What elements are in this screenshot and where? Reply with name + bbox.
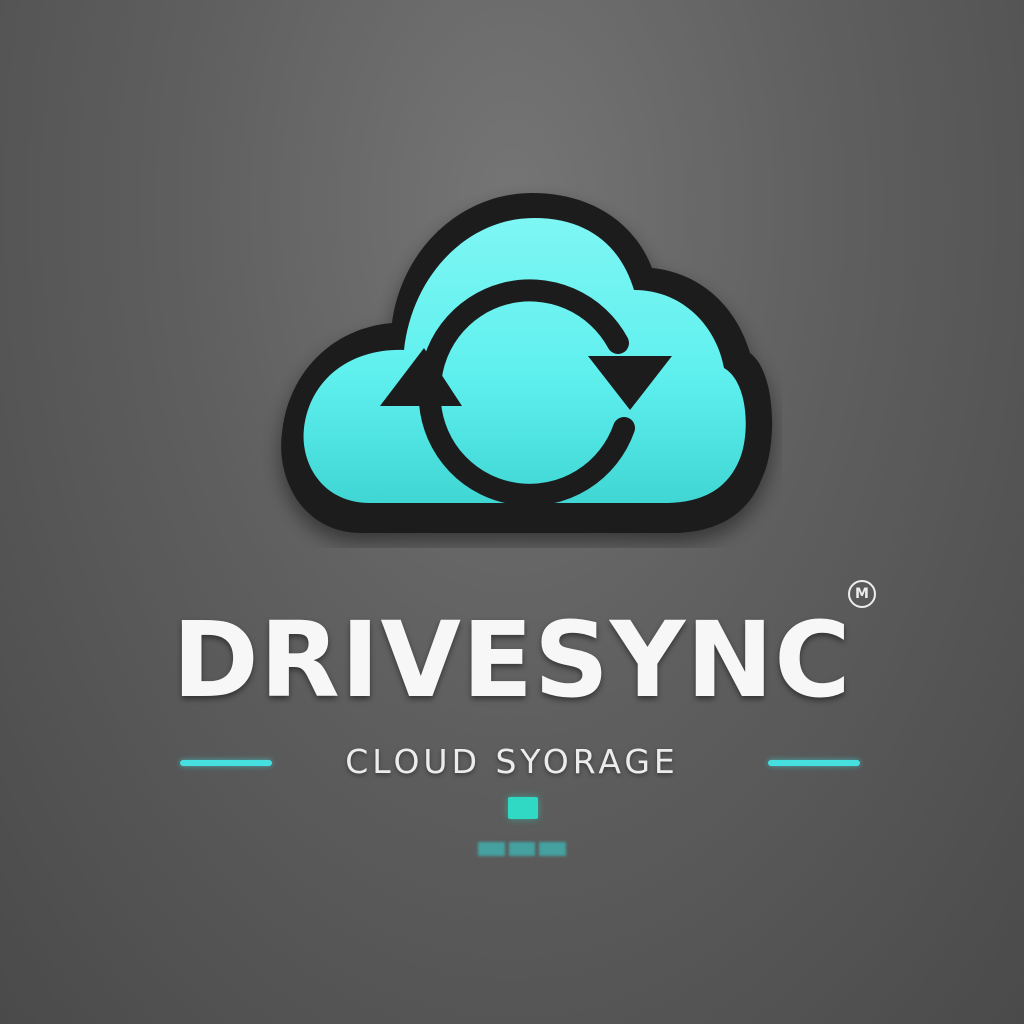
brand-name: DRIVESYNC <box>172 599 852 721</box>
decorative-bar-segment <box>539 842 567 856</box>
cloud-sync-icon <box>281 193 773 533</box>
decorative-square <box>508 797 538 819</box>
brand-tagline: CLOUD SYORAGE <box>345 742 679 781</box>
decorative-bar <box>478 842 567 856</box>
tagline-row: CLOUD SYORAGE <box>0 742 1024 782</box>
decorative-bar-segment <box>508 842 536 856</box>
tagline-divider-right <box>768 760 860 766</box>
tagline-divider-left <box>180 760 272 766</box>
decorative-bar-segment <box>478 842 505 856</box>
trademark-icon: M <box>848 580 876 608</box>
sync-arrows-icon <box>380 279 672 506</box>
cloud-body <box>303 218 746 503</box>
